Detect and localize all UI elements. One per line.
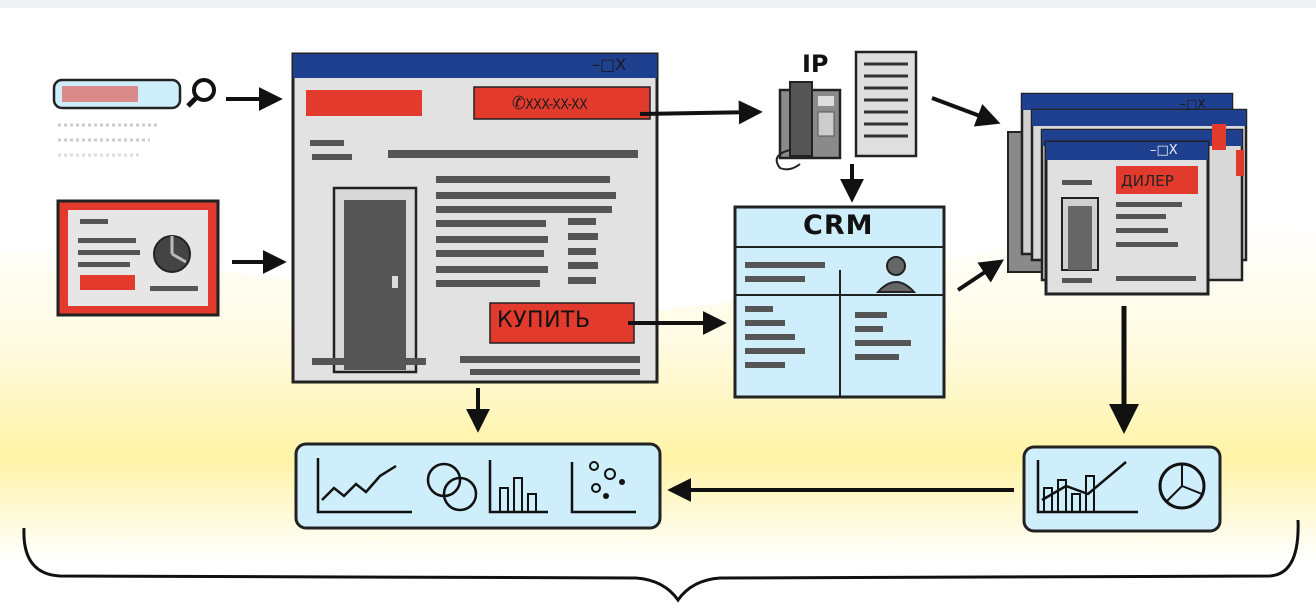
crm-panel <box>733 205 946 399</box>
crm-title: CRM <box>803 210 874 241</box>
pie-chart-icon <box>1158 462 1206 510</box>
analytics-panel <box>294 442 662 530</box>
dealer-label: ДИЛЕР <box>1121 172 1174 190</box>
phone-number-text: XXX-XX-XX <box>525 97 588 113</box>
phone-button-label: ✆XXX-XX-XX <box>512 93 588 114</box>
pie-chart-icon <box>153 235 191 273</box>
window-controls[interactable]: –□X <box>1180 97 1206 111</box>
search-bar <box>52 78 216 157</box>
buy-button-label: КУПИТЬ <box>497 308 591 333</box>
venn-icon <box>426 462 478 512</box>
phone-icon <box>775 81 842 171</box>
window-controls[interactable]: –□X <box>1150 143 1178 158</box>
door-icon <box>332 186 418 374</box>
arrow-crm-to-dealer <box>956 259 1004 292</box>
bottom-brace <box>22 519 1300 603</box>
bar-chart-icon <box>488 460 548 514</box>
search-icon <box>186 78 216 108</box>
dealer-analytics-panel <box>1022 445 1222 533</box>
scatter-chart-icon <box>570 461 636 514</box>
arrow-ip-to-dealer <box>931 96 1001 127</box>
ad-banner <box>56 199 220 317</box>
phone-icon: ✆ <box>512 93 526 114</box>
website-window <box>291 52 659 384</box>
ip-label: IP <box>802 50 829 78</box>
dealer-windows <box>1007 92 1248 296</box>
window-controls[interactable]: –□X <box>592 55 627 74</box>
avatar-icon <box>875 256 917 293</box>
arrow-phone-to-ip <box>639 100 763 125</box>
server-icon <box>854 50 918 158</box>
bar-chart-icon <box>1036 460 1138 514</box>
phone-button[interactable] <box>473 86 651 120</box>
line-chart-icon <box>316 458 412 514</box>
